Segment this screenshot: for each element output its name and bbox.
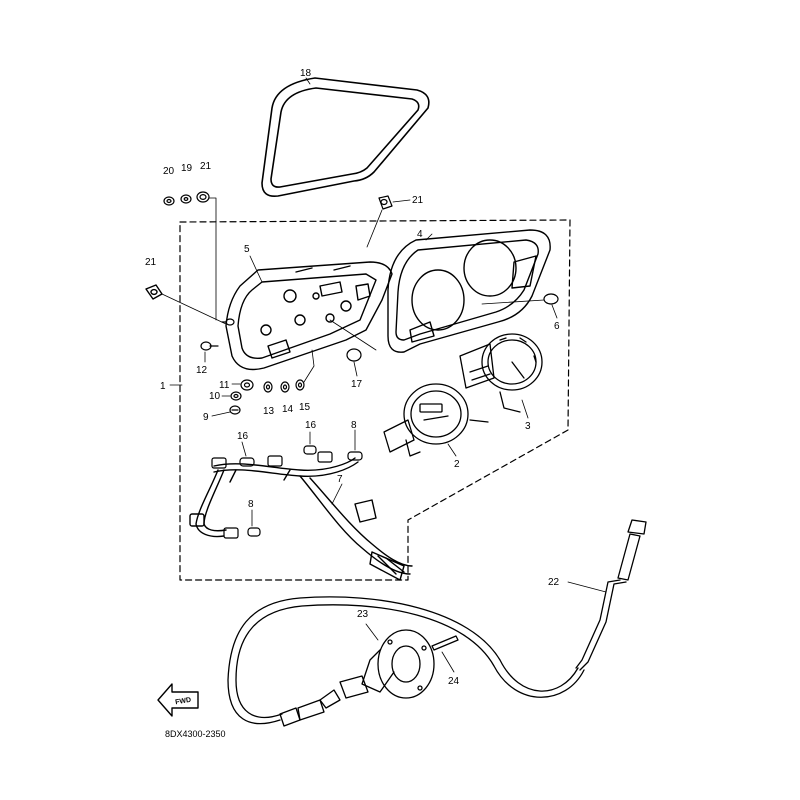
washer-11 — [240, 379, 254, 391]
bulb-8b — [223, 527, 261, 539]
leader-3 — [521, 399, 529, 419]
grommet-17 — [346, 348, 362, 362]
nut-14 — [280, 381, 290, 393]
washer-10 — [230, 391, 242, 401]
callout-16a: 16 — [237, 431, 249, 442]
nut-13 — [263, 381, 273, 393]
callout-21a: 21 — [200, 161, 212, 172]
callout-2: 2 — [454, 459, 460, 470]
leader-23 — [365, 623, 379, 641]
callout-9: 9 — [203, 412, 209, 423]
leader-21c — [161, 293, 227, 325]
callout-5: 5 — [244, 244, 250, 255]
callout-13: 13 — [263, 406, 275, 417]
speedometer-2 — [383, 383, 489, 457]
callout-12: 12 — [196, 365, 208, 376]
speedo-cable-22 — [227, 519, 647, 727]
tachometer-3 — [459, 333, 543, 413]
callout-1: 1 — [160, 381, 166, 392]
leader-6 — [481, 299, 545, 305]
screw-top-left — [221, 318, 235, 326]
leader-4 — [425, 233, 433, 241]
leader-6-down — [551, 304, 558, 319]
callout-19: 19 — [181, 163, 193, 174]
callout-8b: 8 — [248, 499, 254, 510]
callout-15: 15 — [299, 402, 311, 413]
meter-cover-4 — [387, 229, 551, 353]
gear-unit-23 — [339, 629, 435, 699]
leader-5 — [249, 255, 263, 283]
callout-7: 7 — [337, 474, 343, 485]
meter-case-5 — [225, 261, 393, 371]
grommet-21a — [196, 191, 210, 203]
callout-4: 4 — [417, 229, 423, 240]
callout-10: 10 — [209, 391, 221, 402]
leader-16a — [241, 441, 247, 457]
fwd-label: FWD — [175, 697, 192, 707]
callout-22: 22 — [548, 577, 560, 588]
callouts: 18 20 19 21 21 21 5 4 6 1 12 11 10 9 13 … — [145, 68, 560, 739]
screw-12 — [200, 341, 219, 351]
pin-24 — [431, 635, 459, 651]
bulb-socket-16b — [267, 445, 317, 467]
leader-21b-down — [366, 209, 383, 248]
assembly-boundary — [179, 219, 571, 581]
leader-21b — [392, 199, 411, 203]
screw-9 — [229, 405, 241, 415]
leader-2 — [447, 443, 457, 457]
callout-8a: 8 — [351, 420, 357, 431]
light-6 — [543, 293, 559, 305]
gasket-ring-18 — [261, 77, 430, 198]
nut-15 — [295, 379, 305, 391]
callout-14: 14 — [282, 404, 294, 415]
callout-18: 18 — [300, 68, 312, 79]
washer-19 — [180, 194, 192, 204]
callout-21c: 21 — [145, 257, 157, 268]
bulb-8a — [317, 451, 363, 463]
callout-3: 3 — [525, 421, 531, 432]
leader-9 — [211, 411, 231, 417]
callout-21b: 21 — [412, 195, 424, 206]
callout-17: 17 — [351, 379, 363, 390]
leader-7 — [331, 483, 343, 505]
leader-17 — [329, 319, 377, 377]
callout-23: 23 — [357, 609, 369, 620]
drawing-code: 8DX4300-2350 — [165, 729, 226, 739]
callout-20: 20 — [163, 166, 175, 177]
leader-15 — [303, 349, 315, 383]
callout-24: 24 — [448, 676, 460, 687]
leader-24 — [441, 651, 455, 673]
grommet-21c — [145, 284, 163, 300]
callout-11: 11 — [219, 380, 230, 391]
callout-6: 6 — [554, 321, 560, 332]
fwd-arrow: FWD — [157, 683, 199, 717]
bulb-socket-16a — [211, 457, 255, 469]
nut-20 — [163, 196, 175, 206]
grommet-21b — [378, 195, 393, 210]
leader-21a — [208, 197, 217, 321]
wire-harness-7 — [189, 457, 413, 581]
leader-18 — [305, 77, 311, 85]
leader-22 — [567, 581, 607, 593]
callout-16b: 16 — [305, 420, 317, 431]
